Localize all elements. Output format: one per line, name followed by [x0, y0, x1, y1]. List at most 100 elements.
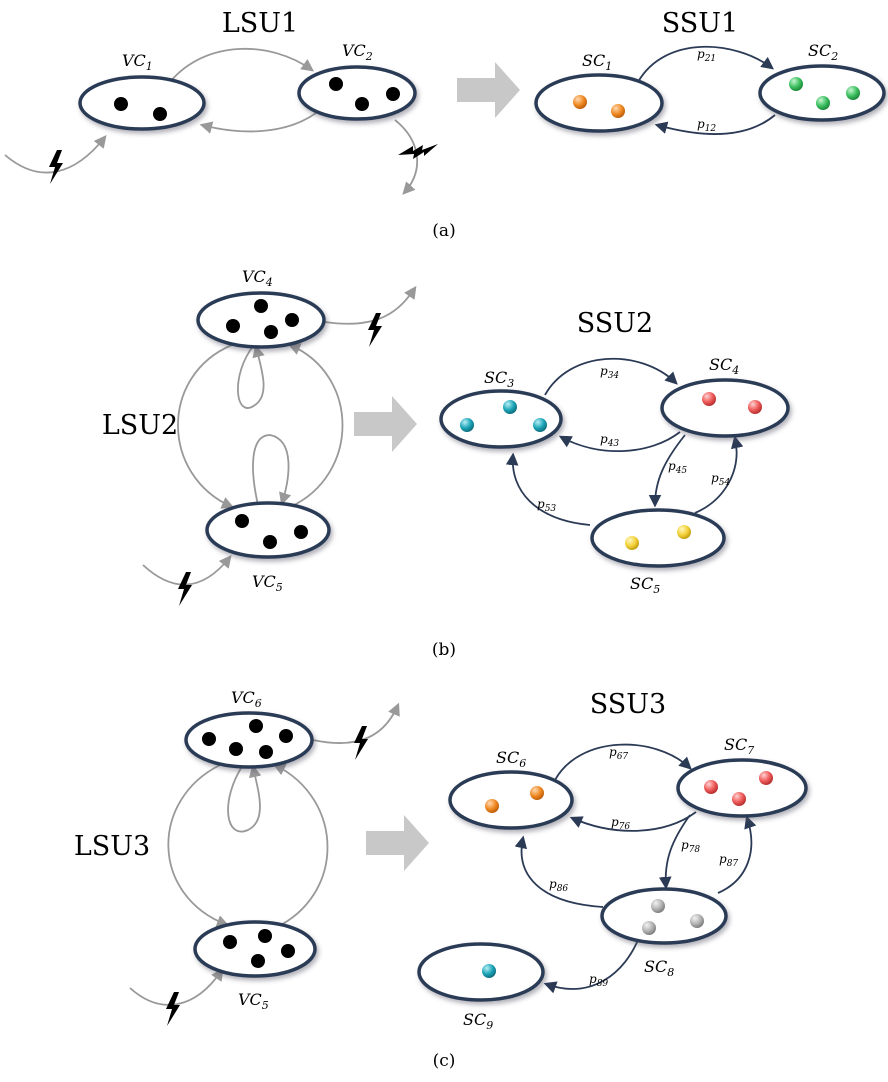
lsu3-title: LSU3: [74, 831, 150, 862]
sc1-label: SC1: [582, 51, 612, 73]
sc6-state: [448, 770, 574, 830]
vc1-dot: [114, 97, 128, 111]
lightning-bolt-icon: [178, 572, 192, 606]
sc8-ball: [690, 914, 704, 928]
ssu3-arrow-p89: [543, 934, 641, 994]
vc5c-dot: [251, 954, 265, 968]
vc5-state: [205, 501, 331, 559]
caption-b: (b): [432, 640, 456, 660]
vc6-dot: [279, 729, 293, 743]
ssu3-arrow-p76: [569, 811, 697, 832]
sc5-ball: [625, 536, 639, 550]
lsu1-arrow-vc2-vc1: [199, 112, 317, 134]
vc5c-state: [193, 920, 317, 978]
ssu1-title: SSU1: [662, 8, 738, 39]
panel-a: LSU1 SSU1 VC1 VC2 p21 p12 SC1 SC2: [4, 8, 886, 241]
sc2-label: SC2: [808, 41, 838, 63]
vc6-label: VC6: [231, 688, 262, 710]
big-right-arrow-icon: [366, 815, 429, 871]
label-p21: p21: [697, 47, 716, 64]
vc1-label: VC1: [122, 51, 153, 73]
ssu3-arrow-p86: [514, 835, 604, 908]
vc6-dot: [202, 732, 216, 746]
lsu2-title: LSU2: [102, 410, 178, 441]
label-p86: p86: [549, 877, 568, 894]
sc5-ball: [677, 525, 691, 539]
sc2-ball: [846, 86, 860, 100]
sc7-ball: [759, 771, 773, 785]
sc8-state: [600, 887, 728, 945]
lsu3-arrow-in: [129, 967, 224, 1006]
ssu2-arrow-p43: [558, 431, 681, 452]
lsu1-arrow-vc1-vc2: [169, 48, 315, 83]
lsu2-arrow-out: [324, 285, 417, 325]
ssu3-arrow-p78: [658, 814, 691, 890]
label-p78: p78: [681, 838, 700, 855]
ssu2-arrow-p54: [694, 435, 744, 514]
sc9-label: SC9: [463, 1010, 493, 1032]
lightning-bolt-icon: [166, 992, 180, 1026]
sc6-ball: [485, 799, 499, 813]
sc3-ball: [533, 418, 547, 432]
label-p43: p43: [600, 432, 619, 449]
lsu3-arrow-vc6-vc5: [167, 764, 230, 928]
ssu2-arrow-p45: [648, 434, 686, 508]
panel-c: LSU3 SSU3 VC6 VC5 p67 p76 p78 p: [74, 688, 808, 1071]
lsu2-arrow-vc4-self: [237, 344, 265, 409]
sc1-ball: [611, 104, 625, 118]
vc5c-label: VC5: [238, 990, 269, 1012]
sc6-ball: [530, 786, 544, 800]
sc4-label: SC4: [709, 355, 739, 377]
sc1-ball: [573, 95, 587, 109]
label-p89: p89: [589, 972, 608, 989]
ssu3-title: SSU3: [590, 689, 666, 720]
sc3-label: SC3: [484, 368, 514, 390]
lightning-bolt-icon: [49, 150, 63, 184]
label-p12: p12: [697, 117, 716, 134]
sc4-ball: [702, 392, 716, 406]
sc3-ball: [503, 400, 517, 414]
vc6-dot: [259, 745, 273, 759]
lightning-bolt-icon: [354, 726, 368, 760]
vc5-dot: [263, 535, 277, 549]
lsu3-arrow-vc6-self: [227, 764, 262, 833]
caption-a: (a): [432, 221, 455, 241]
sc2-ball: [816, 96, 830, 110]
label-p67: p67: [609, 745, 628, 762]
panel-b: LSU2 SSU2 VC4 VC5 p34 p43 p45 p54 p53: [102, 267, 790, 660]
label-p87: p87: [719, 852, 738, 869]
ssu1-arrow-p12: [654, 114, 776, 135]
ssu2-arrow-p53: [505, 452, 591, 526]
vc2-state: [297, 65, 417, 121]
sc8-label: SC8: [644, 957, 674, 979]
label-p53: p53: [537, 497, 556, 514]
vc4-dot: [264, 325, 278, 339]
vc6-dot: [229, 742, 243, 756]
vc2-dot: [355, 97, 369, 111]
sc6-label: SC6: [496, 748, 526, 770]
label-p34: p34: [600, 364, 619, 381]
lsu2-arrow-vc5-self: [252, 434, 292, 506]
label-p76: p76: [611, 815, 630, 832]
sc7-state: [676, 758, 808, 818]
sc2-state: [758, 64, 886, 122]
lsu1-title: LSU1: [222, 8, 298, 39]
lsu2-arrow-vc4-vc5: [177, 344, 235, 509]
vc2-label: VC2: [342, 41, 373, 63]
ssu1-arrow-p21: [637, 45, 775, 83]
sc9-ball: [482, 964, 496, 978]
sc5-state: [590, 508, 726, 568]
vc5c-dot: [223, 935, 237, 949]
lsu2-arrow-vc5-vc4: [287, 343, 344, 508]
sc9-state: [417, 942, 545, 1002]
lightning-bolt-icon: [398, 144, 438, 159]
sc8-ball: [642, 921, 656, 935]
vc5c-dot: [258, 929, 272, 943]
sc7-ball: [704, 780, 718, 794]
lsu3-arrow-vc5-vc6: [272, 763, 329, 929]
big-right-arrow-icon: [354, 396, 417, 452]
sc1-state: [534, 73, 664, 133]
vc6-state: [184, 711, 314, 769]
sc8-ball: [651, 899, 665, 913]
